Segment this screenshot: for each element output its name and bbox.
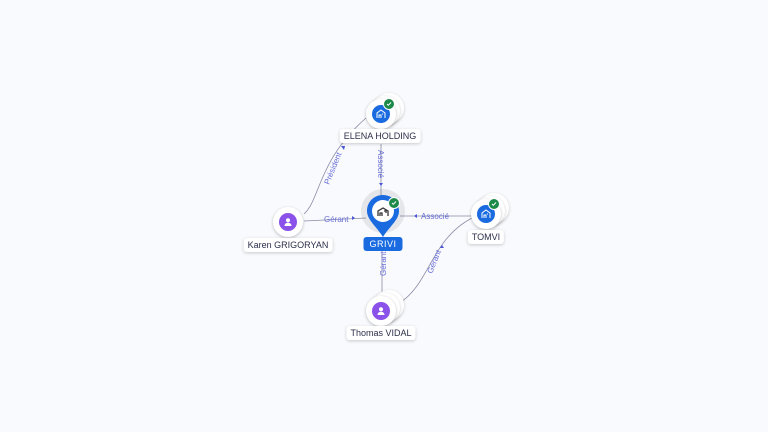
edge-label-gerant-thomas: Gérant <box>379 251 388 276</box>
arrow-icon <box>440 245 444 248</box>
arrow-icon <box>379 183 383 186</box>
edge-label-associe-tomvi: Associé <box>421 212 450 221</box>
node-label: ELENA HOLDING <box>339 129 421 143</box>
edge-label-president: Président <box>323 150 344 185</box>
building-icon <box>372 105 390 123</box>
edge-label-associe-elena: Associé <box>376 150 385 179</box>
node-label: TOMVI <box>467 230 505 244</box>
node-label: Thomas VIDAL <box>346 326 416 340</box>
arrow-icon <box>341 146 345 150</box>
node-label: Karen GRIGORYAN <box>243 238 333 252</box>
person-icon <box>372 302 390 320</box>
verified-check-icon <box>388 197 400 209</box>
building-icon <box>377 207 389 216</box>
edge-label-gerant-tomvi: Gérant <box>426 248 444 275</box>
arrow-icon <box>352 216 355 220</box>
arrow-icon <box>414 214 417 218</box>
verified-check-icon <box>383 98 395 110</box>
building-icon <box>477 205 495 223</box>
node-label: GRIVI <box>363 237 403 251</box>
edge-thomas-tomvi <box>397 217 473 305</box>
verified-check-icon <box>488 198 500 210</box>
person-icon <box>279 213 297 231</box>
edge-karen-grivi <box>303 217 367 222</box>
edge-label-gerant-karen: Gérant <box>324 215 349 224</box>
